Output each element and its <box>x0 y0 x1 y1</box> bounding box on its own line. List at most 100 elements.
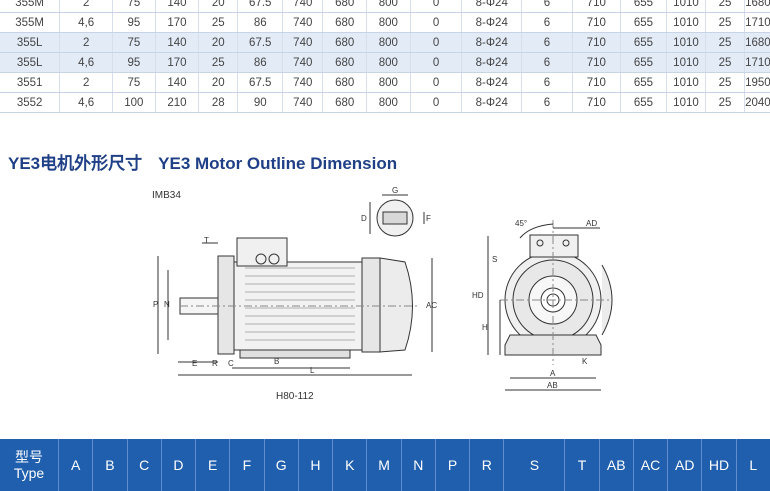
column-header: AC <box>634 439 669 491</box>
table-cell: 20 <box>198 72 239 93</box>
type-header-cell: 型号 Type <box>0 439 59 491</box>
table-cell: 8-Φ24 <box>461 12 523 33</box>
table-cell: 1010 <box>666 72 707 93</box>
heading-en: YE3 Motor Outline Dimension <box>158 154 398 173</box>
table-cell: 25 <box>198 52 239 73</box>
heading-cn: YE3电机外形尺寸 <box>8 154 143 173</box>
table-cell: 28 <box>198 92 239 113</box>
table-cell: 2040 <box>744 92 770 113</box>
column-header: M <box>367 439 402 491</box>
label-ab: AB <box>547 381 558 390</box>
table-cell: 1710 <box>744 52 770 73</box>
column-header: B <box>93 439 128 491</box>
table-cell: 710 <box>572 0 621 13</box>
table-cell: 86 <box>237 12 284 33</box>
column-header: HD <box>702 439 737 491</box>
table-cell: 2 <box>59 0 114 13</box>
table-cell: 740 <box>282 32 324 53</box>
shaft-section <box>369 194 425 237</box>
table-cell: 2 <box>59 72 114 93</box>
table-cell: 740 <box>282 72 324 93</box>
table-cell: 75 <box>112 0 156 13</box>
column-header: C <box>128 439 162 491</box>
table-cell: 355M <box>0 12 61 33</box>
label-f: F <box>426 214 431 223</box>
table-cell: 25 <box>705 72 746 93</box>
table-cell: 0 <box>410 32 463 53</box>
type-en: Type <box>13 465 45 481</box>
label-e: E <box>192 359 197 368</box>
table-cell: 1680 <box>744 32 770 53</box>
table-cell: 680 <box>322 0 368 13</box>
label-g: G <box>392 186 398 195</box>
table-cell: 800 <box>366 92 411 113</box>
table-cell: 75 <box>112 72 156 93</box>
label-ac: AC <box>426 301 437 310</box>
label-r: R <box>212 359 218 368</box>
table-cell: 6 <box>521 0 573 13</box>
label-ad: AD <box>586 219 597 228</box>
table-cell: 6 <box>521 52 573 73</box>
table-cell: 1950 <box>744 72 770 93</box>
mount-label: IMB34 <box>152 190 181 201</box>
label-a: A <box>550 369 556 378</box>
table-cell: 0 <box>410 52 463 73</box>
table-cell: 140 <box>155 32 200 53</box>
table-cell: 95 <box>112 52 156 73</box>
table-cell: 680 <box>322 32 368 53</box>
table-cell: 680 <box>322 52 368 73</box>
label-s: S <box>492 255 497 264</box>
frame-label: H80-112 <box>276 391 314 402</box>
table-cell: 8-Φ24 <box>461 52 523 73</box>
table-cell: 0 <box>410 12 463 33</box>
column-header: T <box>565 439 600 491</box>
table-cell: 6 <box>521 72 573 93</box>
motor-outline-drawing: IMB34 H80-112 T P N E R C B L G D F AC 4… <box>152 186 613 402</box>
table-cell: 1010 <box>666 0 707 13</box>
table-cell: 800 <box>366 72 411 93</box>
column-header: P <box>436 439 471 491</box>
table-cell: 20 <box>198 0 239 13</box>
table-cell: 0 <box>410 72 463 93</box>
table-cell: 100 <box>112 92 156 113</box>
table-cell: 710 <box>572 92 621 113</box>
table-cell: 8-Φ24 <box>461 0 523 13</box>
table-cell: 655 <box>620 0 667 13</box>
table-cell: 655 <box>620 72 667 93</box>
label-d: D <box>361 214 367 223</box>
label-b: B <box>274 357 279 366</box>
column-header: S <box>504 439 566 491</box>
table-cell: 75 <box>112 32 156 53</box>
table-cell: 800 <box>366 32 411 53</box>
table-cell: 355L <box>0 52 61 73</box>
table-cell: 4,6 <box>59 52 114 73</box>
column-header: K <box>333 439 368 491</box>
table-cell: 25 <box>705 12 746 33</box>
table-cell: 95 <box>112 12 156 33</box>
label-c: C <box>228 359 234 368</box>
table-cell: 655 <box>620 52 667 73</box>
table-cell: 4,6 <box>59 12 114 33</box>
table-cell: 86 <box>237 52 284 73</box>
table-cell: 710 <box>572 72 621 93</box>
column-header: AB <box>600 439 634 491</box>
column-header: G <box>265 439 299 491</box>
table-cell: 680 <box>322 92 368 113</box>
table-cell: 8-Φ24 <box>461 32 523 53</box>
label-t: T <box>204 236 209 245</box>
table-cell: 25 <box>705 32 746 53</box>
table-cell: 1010 <box>666 52 707 73</box>
table-cell: 140 <box>155 72 200 93</box>
table-cell: 2 <box>59 32 114 53</box>
table-cell: 710 <box>572 32 621 53</box>
table-cell: 25 <box>705 92 746 113</box>
table-cell: 680 <box>322 12 368 33</box>
table-cell: 680 <box>322 72 368 93</box>
column-header: D <box>162 439 197 491</box>
table-cell: 0 <box>410 0 463 13</box>
table-cell: 6 <box>521 12 573 33</box>
table-cell: 20 <box>198 32 239 53</box>
